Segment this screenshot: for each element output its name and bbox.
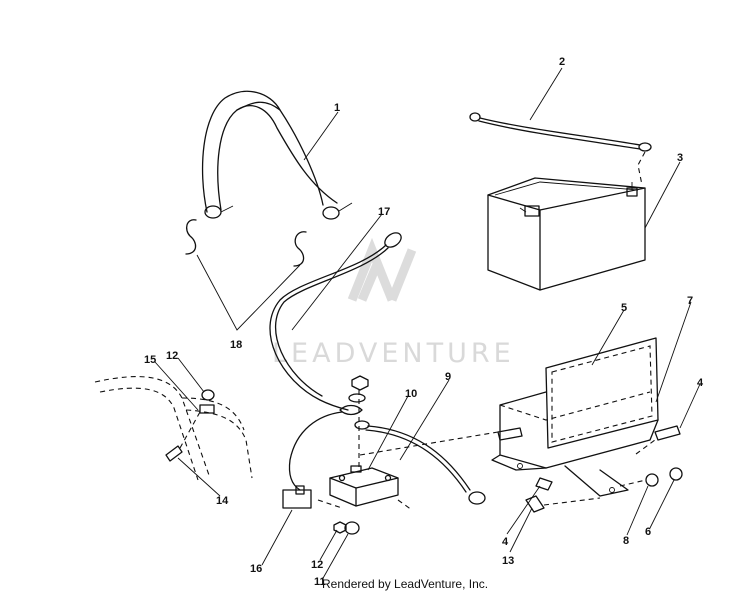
callout-17: 17 bbox=[378, 206, 390, 218]
callout-14: 14 bbox=[216, 495, 229, 507]
callout-15: 15 bbox=[144, 354, 156, 366]
solenoid-cable bbox=[354, 420, 486, 505]
s-hooks bbox=[185, 219, 307, 267]
callout-2: 2 bbox=[559, 56, 565, 68]
leader-lines bbox=[154, 67, 701, 581]
lower-fasteners bbox=[333, 521, 360, 535]
callout-10: 10 bbox=[405, 388, 417, 400]
callout-7: 7 bbox=[687, 295, 693, 307]
battery bbox=[487, 177, 646, 291]
render-credit: Rendered by LeadVenture, Inc. bbox=[322, 577, 489, 591]
callout-1: 1 bbox=[334, 102, 340, 114]
callout-18: 18 bbox=[230, 339, 242, 351]
callout-5: 5 bbox=[621, 302, 627, 314]
callout-16: 16 bbox=[250, 563, 262, 575]
ground-cable bbox=[269, 232, 402, 411]
callout-6: 6 bbox=[645, 526, 651, 538]
callout-12-lower: 12 bbox=[311, 559, 323, 571]
callout-12-upper: 12 bbox=[166, 350, 178, 362]
center-fasteners bbox=[339, 375, 369, 470]
callout-4-lower: 4 bbox=[502, 536, 509, 548]
callout-11: 11 bbox=[314, 576, 326, 588]
battery-cable bbox=[469, 112, 652, 186]
tray-fasteners bbox=[359, 425, 683, 513]
solenoid-module bbox=[317, 465, 413, 511]
callout-labels: 1 2 3 4 4 5 6 7 8 9 10 11 12 12 13 14 15… bbox=[144, 56, 704, 588]
leadventure-watermark: LEADVENTURE bbox=[272, 237, 515, 369]
watermark-text: LEADVENTURE bbox=[272, 338, 515, 369]
callout-9: 9 bbox=[445, 371, 451, 383]
connector-wiring bbox=[282, 411, 343, 509]
callout-4-right: 4 bbox=[697, 377, 704, 389]
callout-8: 8 bbox=[623, 535, 629, 547]
battery-tray bbox=[491, 337, 659, 497]
battery-strap bbox=[201, 90, 353, 220]
callout-3: 3 bbox=[677, 152, 683, 164]
frame-outline bbox=[94, 376, 253, 481]
callout-13: 13 bbox=[502, 555, 514, 567]
